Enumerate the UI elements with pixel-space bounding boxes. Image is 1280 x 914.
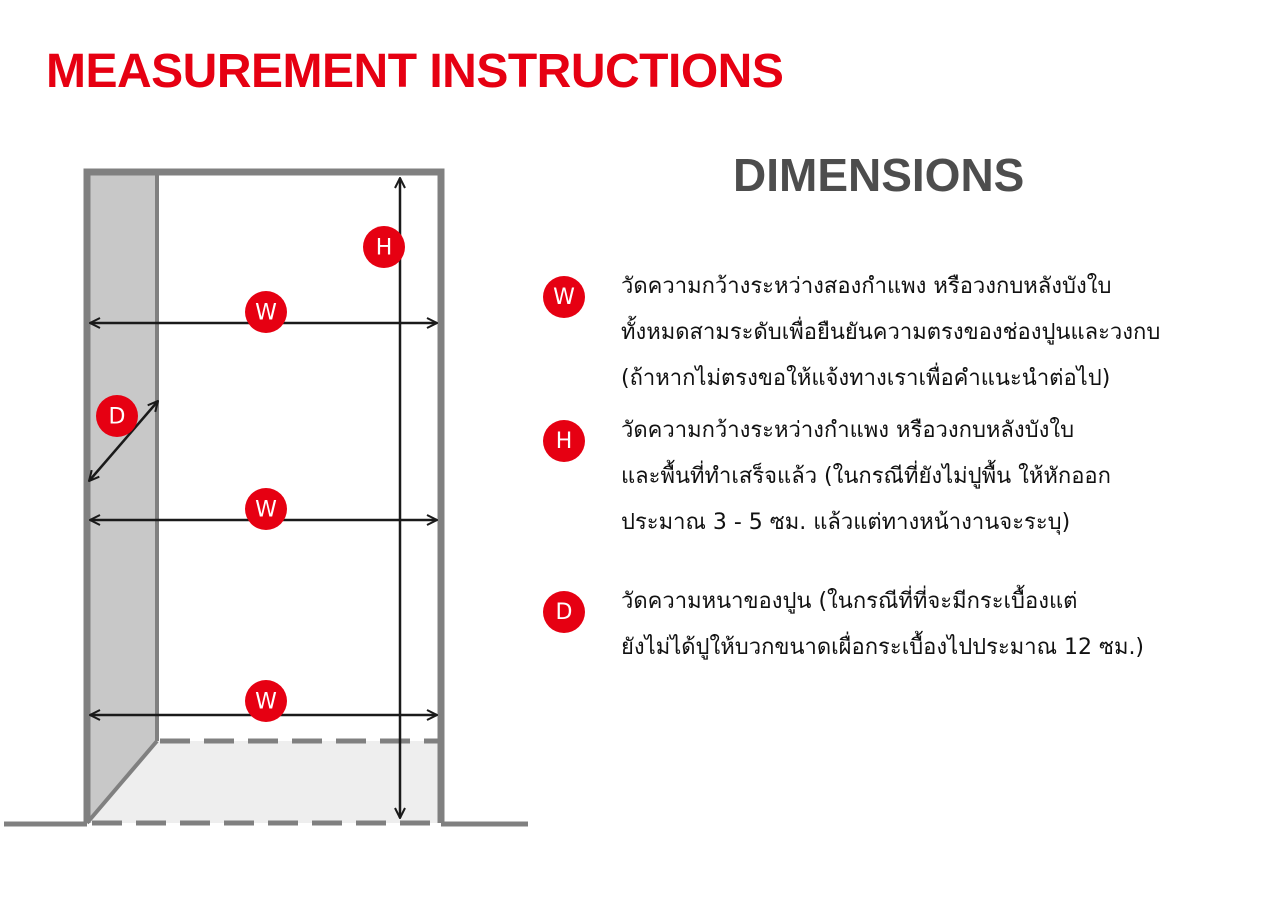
svg-text:W: W bbox=[255, 690, 277, 715]
description-line: (ถ้าหากไม่ตรงขอให้แจ้งทางเราเพื่อคำแนะนำ… bbox=[621, 366, 1111, 391]
description-line: ทั้งหมดสามระดับเพื่อยืนยันความตรงของช่อง… bbox=[621, 320, 1161, 345]
marker-d: D bbox=[96, 395, 138, 437]
description-line: ยังไม่ได้ปูให้บวกขนาดเผื่อกระเบื้องไปประ… bbox=[621, 635, 1145, 660]
page-title: MEASUREMENT INSTRUCTIONS bbox=[46, 45, 784, 98]
depth-badge: D bbox=[543, 591, 585, 633]
width-description: วัดความกว้างระหว่างสองกำแพง หรือวงกบหลัง… bbox=[621, 264, 1271, 402]
dimensions-heading: DIMENSIONS bbox=[733, 149, 1025, 201]
width-badge: W bbox=[543, 276, 585, 318]
measurement-diagram: W W W H D bbox=[4, 168, 528, 827]
description-line: ประมาณ 3 - 5 ซม. แล้วแต่ทางหน้างานจะระบุ… bbox=[621, 510, 1071, 535]
marker-w-bottom: W bbox=[245, 680, 287, 722]
description-line: วัดความกว้างระหว่างกำแพง หรือวงกบหลังบัง… bbox=[621, 418, 1075, 443]
side-wall bbox=[87, 172, 157, 823]
svg-text:W: W bbox=[255, 301, 277, 326]
height-description: วัดความกว้างระหว่างกำแพง หรือวงกบหลังบัง… bbox=[621, 408, 1271, 546]
svg-text:D: D bbox=[109, 405, 126, 430]
description-line: และพื้นที่ทำเสร็จแล้ว (ในกรณีที่ยังไม่ปู… bbox=[621, 464, 1111, 489]
floor bbox=[87, 741, 441, 823]
marker-w-middle: W bbox=[245, 488, 287, 530]
svg-text:H: H bbox=[376, 236, 393, 261]
description-line: วัดความกว้างระหว่างสองกำแพง หรือวงกบหลัง… bbox=[621, 274, 1112, 299]
opening-frame bbox=[83, 168, 445, 823]
marker-w-top: W bbox=[245, 291, 287, 333]
wall-floor-diagonal bbox=[85, 739, 159, 825]
marker-h: H bbox=[363, 226, 405, 268]
height-badge: H bbox=[543, 420, 585, 462]
svg-text:W: W bbox=[255, 498, 277, 523]
description-line: วัดความหนาของปูน (ในกรณีที่ที่จะมีกระเบื… bbox=[621, 589, 1078, 614]
depth-description: วัดความหนาของปูน (ในกรณีที่ที่จะมีกระเบื… bbox=[621, 579, 1271, 671]
depth-arrow bbox=[89, 401, 158, 481]
